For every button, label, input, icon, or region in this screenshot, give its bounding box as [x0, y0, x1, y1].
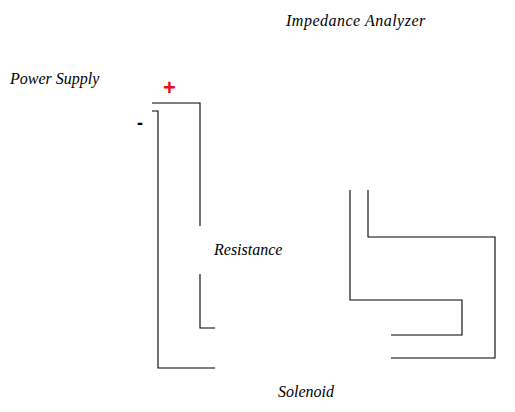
solenoid-coil [213, 318, 393, 378]
wire [200, 274, 215, 328]
resistor: Resistance [192, 226, 308, 274]
wire [350, 190, 462, 335]
device-label: Impedance Analyzer [286, 12, 514, 30]
impedance-analyzer: Impedance Analyzer [262, 10, 514, 200]
device-label: Resistance [214, 241, 308, 259]
positive-terminal-label: + [163, 77, 176, 99]
device-label: Solenoid [213, 383, 399, 401]
negative-terminal-label: - [137, 114, 143, 132]
power-supply: Power Supply [8, 68, 186, 160]
wire [152, 103, 200, 226]
wire [368, 190, 495, 358]
wire [152, 111, 215, 368]
impedance-analyzer-body [262, 38, 508, 198]
solenoid: Solenoid [213, 318, 399, 408]
power-supply-body [8, 95, 180, 157]
resistor-symbol [192, 226, 212, 274]
device-label: Power Supply [10, 70, 186, 88]
